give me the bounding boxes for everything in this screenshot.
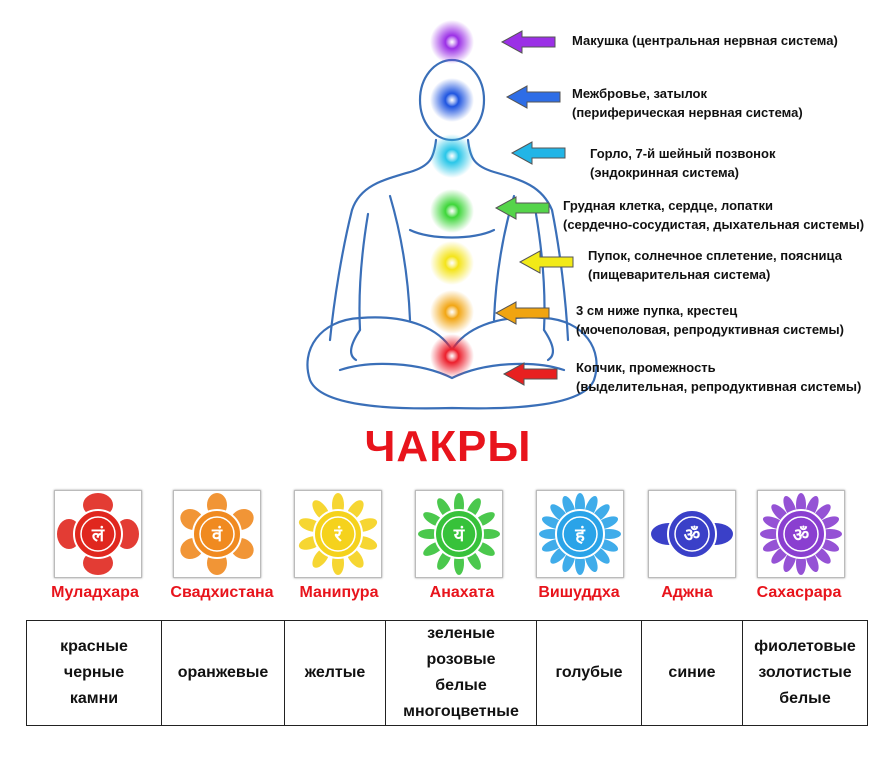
chakra-name: Манипура (299, 584, 379, 601)
annotation-system: (мочеполовая, репродуктивная системы) (576, 322, 844, 337)
annotation-location: Горло, 7-й шейный позвонок (590, 146, 776, 161)
arrow-left-icon (500, 30, 556, 54)
stone-color: зеленые (427, 625, 495, 642)
stone-cell: красные черные камни (26, 620, 162, 726)
stone-color: синие (668, 664, 716, 681)
stone-cell: оранжевые (161, 620, 285, 726)
chakra-annotation: Макушка (центральная нервная система) (572, 31, 838, 50)
chakra-dot (430, 20, 474, 64)
stones-row: красные черные камни оранжевые желтые зеленые… (26, 620, 868, 726)
chakra-dot (430, 134, 474, 178)
chakra-name: Свадхистана (170, 584, 274, 601)
stone-color: многоцветные (403, 703, 519, 720)
svg-text:ॐ: ॐ (684, 525, 700, 546)
annotation-location: Макушка (центральная нервная система) (572, 33, 838, 48)
stone-color: розовые (426, 651, 496, 668)
stone-color: желтые (304, 664, 366, 681)
stone-cell: голубые (536, 620, 642, 726)
arrow-left-icon (510, 141, 566, 165)
stone-color: красные (60, 638, 128, 655)
svg-text:हं: हं (574, 525, 586, 546)
chakra-dot (430, 241, 474, 285)
arrow-left-icon (502, 362, 558, 386)
stone-color: голубые (555, 664, 623, 681)
chakra-annotation: Горло, 7-й шейный позвонок (эндокринная с… (590, 144, 775, 182)
annotation-location: 3 см ниже пупка, крестец (576, 303, 738, 318)
chakra-annotation: Копчик, промежность (выделительная, репро… (576, 358, 861, 396)
chakra-symbol: लं (54, 490, 142, 578)
meditating-figure (306, 20, 598, 410)
annotation-location: Копчик, промежность (576, 360, 716, 375)
stone-color: золотистые (758, 664, 852, 681)
stone-color: камни (69, 690, 119, 707)
annotation-system: (периферическая нервная система) (572, 105, 803, 120)
chakra-symbol: ॐ (757, 490, 845, 578)
stone-color: черные (63, 664, 125, 681)
svg-text:यं: यं (453, 525, 466, 546)
chakra-symbol: हं (536, 490, 624, 578)
svg-text:ॐ: ॐ (793, 525, 809, 546)
stone-cell: синие (641, 620, 743, 726)
stone-color: белые (779, 690, 831, 707)
chakra-name: Муладхара (51, 584, 139, 601)
stone-color: белые (435, 677, 487, 694)
chakra-dot (430, 78, 474, 122)
chakra-annotation: Грудная клетка, сердце, лопатки (сердечно… (563, 196, 864, 234)
chakra-name: Сахасрара (756, 584, 842, 601)
arrow-left-icon (505, 85, 561, 109)
page-title: ЧАКРЫ (364, 422, 532, 471)
chakra-annotation: 3 см ниже пупка, крестец (мочеполовая, ре… (576, 301, 844, 339)
arrow-left-icon (518, 250, 574, 274)
chakra-annotation: Пупок, солнечное сплетение, поясница (пищ… (588, 246, 842, 284)
annotation-system: (эндокринная система) (590, 165, 740, 180)
arrow-left-icon (494, 196, 550, 220)
chakra-dot (430, 334, 474, 378)
chakra-dot (430, 189, 474, 233)
chakra-name: Аджна (661, 584, 713, 601)
stone-color: фиолетовые (754, 638, 856, 655)
stone-cell: фиолетовые золотистые белые (742, 620, 868, 726)
stone-color: оранжевые (177, 664, 269, 681)
stone-cell: зеленые розовые белые многоцветные (385, 620, 537, 726)
annotation-location: Грудная клетка, сердце, лопатки (563, 198, 773, 213)
chakra-annotation: Межбровье, затылок (периферическая нервна… (572, 84, 803, 122)
stone-cell: желтые (284, 620, 386, 726)
chakra-name: Вишуддха (538, 584, 620, 601)
arrow-left-icon (494, 301, 550, 325)
annotation-location: Межбровье, затылок (572, 86, 707, 101)
annotation-location: Пупок, солнечное сплетение, поясница (588, 248, 842, 263)
annotation-system: (пищеварительная система) (588, 267, 771, 282)
stones-table: красные черные камни оранжевые желтые зеленые… (26, 620, 868, 726)
chakra-symbol: ॐ (648, 490, 736, 578)
chakra-dot (430, 290, 474, 334)
annotation-system: (сердечно-сосудистая, дыхательная систем… (563, 217, 865, 232)
chakra-symbol: वं (173, 490, 261, 578)
annotation-system: (выделительная, репродуктивная системы) (576, 379, 862, 394)
svg-text:लं: लं (91, 525, 105, 546)
chakra-name: Анахата (429, 584, 495, 601)
svg-text:रं: रं (333, 525, 342, 546)
chakra-symbol: यं (415, 490, 503, 578)
chakra-symbol: रं (294, 490, 382, 578)
svg-text:वं: वं (211, 525, 223, 546)
